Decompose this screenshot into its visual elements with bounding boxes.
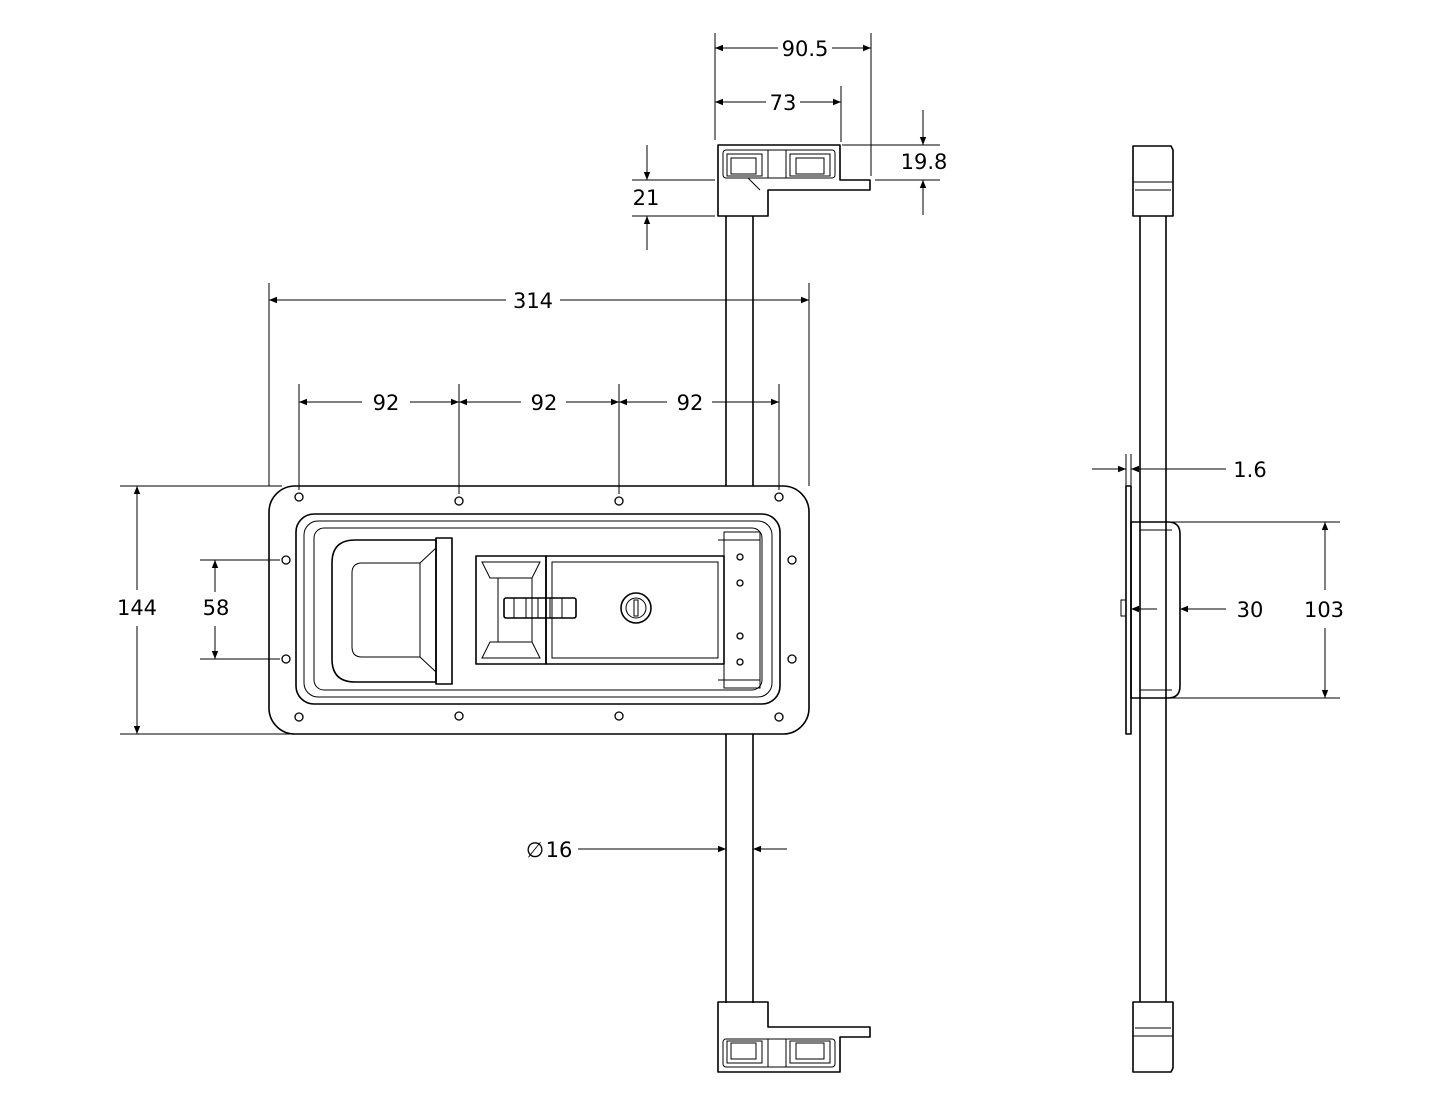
- dim-hole-pitch-3: 92: [677, 391, 704, 415]
- mounting-hole: [281, 555, 291, 565]
- mounting-hole: [774, 712, 784, 722]
- front-view: [268, 144, 871, 1073]
- dim-body-depth: 30: [1237, 598, 1264, 622]
- dim-overall-width: 314: [513, 289, 553, 313]
- mounting-hole: [774, 492, 784, 502]
- rivet: [736, 553, 744, 561]
- rod: [725, 216, 754, 1003]
- mounting-hole: [294, 712, 304, 722]
- dim-latch-inner: 73: [770, 91, 797, 115]
- dim-rod-diameter-symbol: ∅: [526, 838, 544, 862]
- dimensions: 90.5 73 19.8 21 314 92: [117, 33, 1344, 862]
- recessed-pan: [295, 513, 781, 705]
- dim-latch-offset: 21: [633, 186, 660, 210]
- paddle-handle: [331, 537, 453, 685]
- bottom-latch: [717, 1001, 871, 1073]
- key-cylinder: [620, 592, 652, 624]
- mounting-hole: [281, 654, 291, 664]
- flange-plate: [268, 485, 810, 735]
- mounting-hole: [294, 492, 304, 502]
- rivet: [736, 658, 744, 666]
- release-trigger: [475, 555, 577, 665]
- dim-rod-diameter: 16: [546, 838, 573, 862]
- mounting-holes: [281, 492, 797, 722]
- dim-overall-height: 144: [117, 596, 157, 620]
- dim-hole-pitch-2: 92: [531, 391, 558, 415]
- dim-flange-thickness: 1.6: [1233, 458, 1266, 482]
- mounting-hole: [454, 711, 464, 721]
- dim-body-height: 103: [1304, 598, 1344, 622]
- mounting-hole: [787, 654, 797, 664]
- top-latch: [717, 144, 871, 217]
- mounting-hole: [614, 496, 624, 506]
- mounting-hole: [614, 711, 624, 721]
- rivet: [736, 632, 744, 640]
- mounting-hole: [787, 555, 797, 565]
- dim-hole-vertical: 58: [203, 596, 230, 620]
- dim-latch-height: 19.8: [901, 150, 948, 174]
- dim-latch-width: 90.5: [782, 37, 829, 61]
- dim-hole-pitch-1: 92: [373, 391, 400, 415]
- lock-housing: [545, 531, 761, 689]
- rivet: [736, 579, 744, 587]
- mounting-hole: [454, 496, 464, 506]
